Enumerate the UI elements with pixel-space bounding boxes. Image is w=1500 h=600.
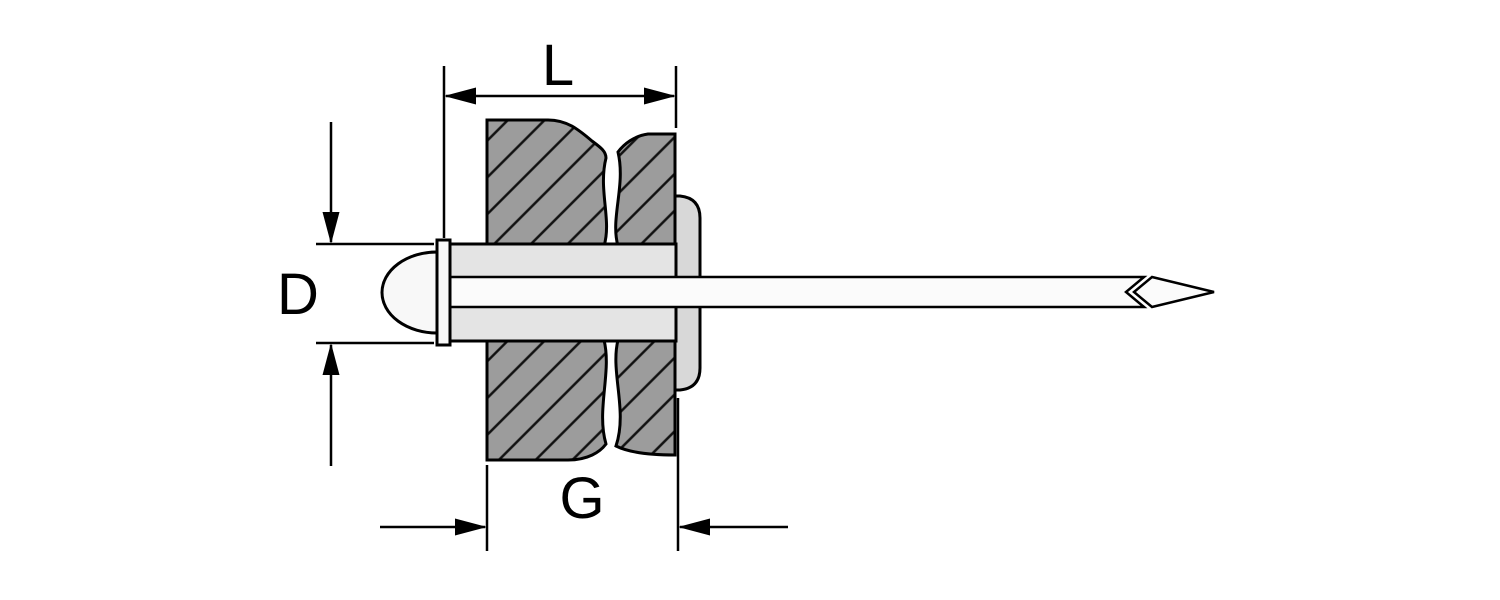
diameter-arrowhead-up — [322, 343, 340, 375]
grip-arrowhead-left — [678, 518, 710, 536]
mandrel-rod — [444, 275, 1148, 309]
mandrel-tip — [1132, 275, 1215, 309]
length-arrowhead-left — [444, 87, 476, 105]
grip-arrowhead-right — [455, 518, 487, 536]
dim-label-length: L — [542, 33, 574, 98]
diameter-arrowhead-down — [322, 212, 340, 244]
dim-diameter-group — [316, 122, 434, 466]
dim-length-group — [442, 66, 678, 238]
length-arrowhead-right — [644, 87, 676, 105]
dim-grip-group — [380, 398, 788, 551]
rivet-head-dome — [380, 250, 439, 335]
rivet-head-flange — [435, 238, 452, 347]
dim-label-diameter: D — [277, 262, 319, 327]
rivet-head-group — [380, 238, 452, 347]
dim-label-grip: G — [559, 466, 604, 531]
